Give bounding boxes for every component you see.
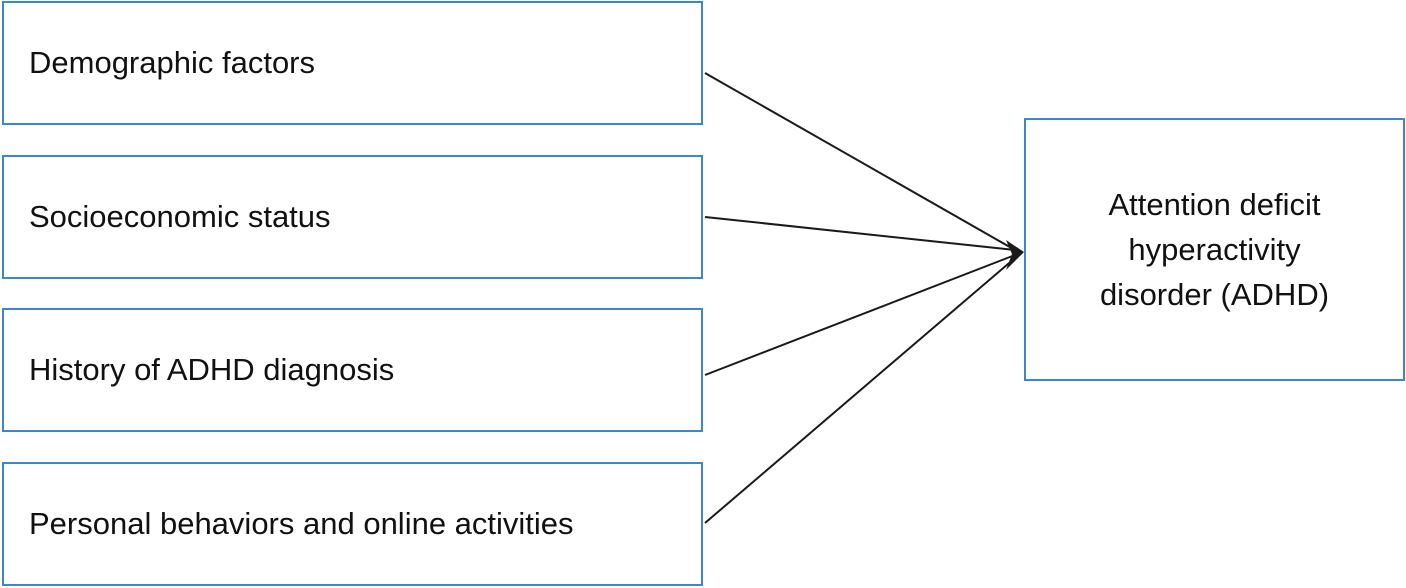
factor-label-history: History of ADHD diagnosis bbox=[29, 352, 395, 387]
factor-box-socioeconomic: Socioeconomic status bbox=[2, 155, 703, 279]
arrow-demographic bbox=[704, 72, 1016, 251]
factor-box-history: History of ADHD diagnosis bbox=[2, 308, 703, 432]
outcome-box-adhd: Attention deficit hyperactivity disorder… bbox=[1024, 118, 1405, 381]
arrow-history bbox=[704, 254, 1016, 376]
arrow-socio bbox=[704, 216, 1016, 251]
factor-label-socioeconomic: Socioeconomic status bbox=[29, 199, 331, 234]
factor-box-demographic: Demographic factors bbox=[2, 1, 703, 125]
outcome-line-2: hyperactivity bbox=[1128, 232, 1301, 267]
outcome-line-3: disorder (ADHD) bbox=[1099, 277, 1330, 312]
factor-box-personal: Personal behaviors and online activities bbox=[2, 462, 703, 586]
outcome-line-1: Attention deficit bbox=[1108, 187, 1321, 222]
outcome-label: Attention deficit hyperactivity disorder… bbox=[1100, 182, 1329, 317]
arrow-personal bbox=[704, 257, 1016, 524]
arrowhead-icon bbox=[1006, 240, 1024, 270]
factor-label-demographic: Demographic factors bbox=[29, 45, 316, 80]
factor-label-personal: Personal behaviors and online activities bbox=[29, 506, 574, 541]
